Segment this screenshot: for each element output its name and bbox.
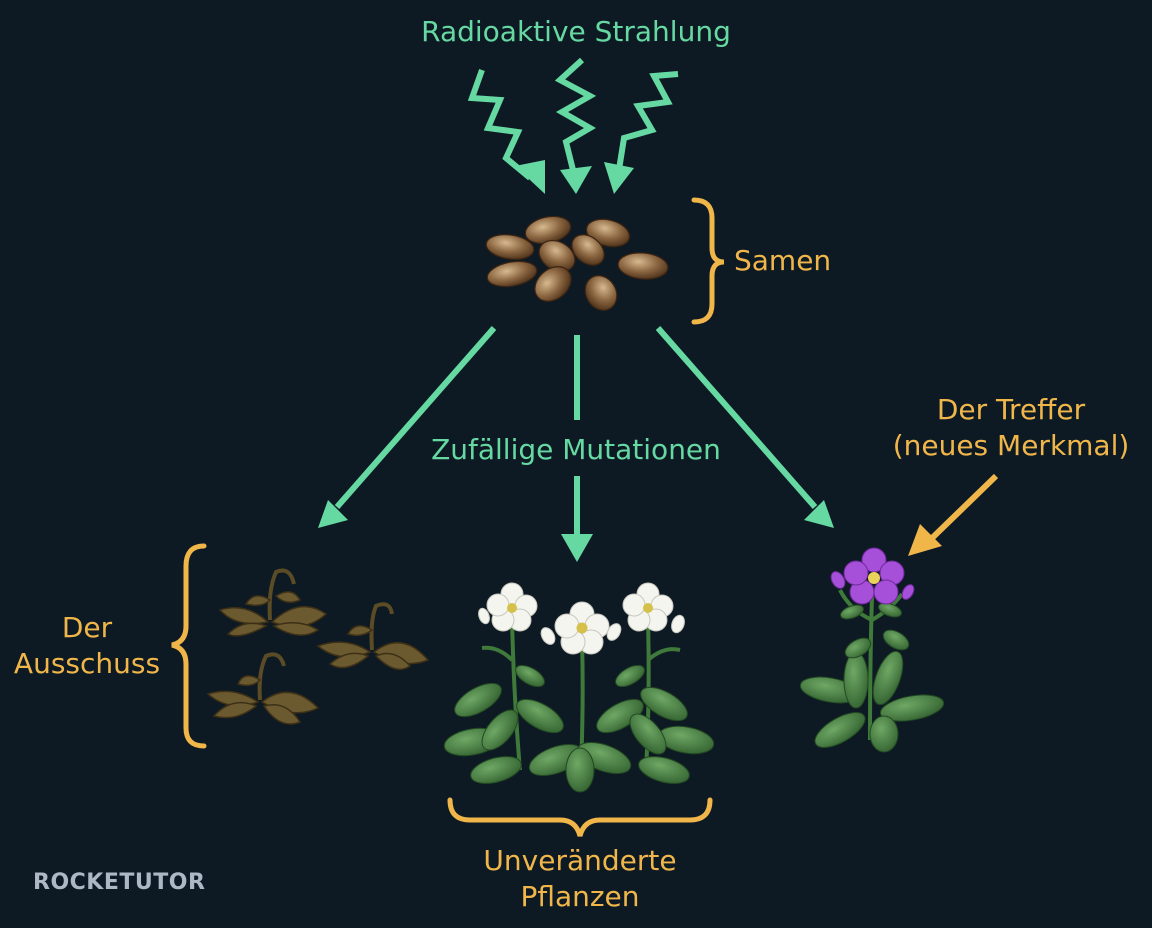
unchanged-label-line-2: Pflanzen <box>520 880 640 913</box>
curly-brace-icon <box>447 797 713 837</box>
reject-label-line-1: Der <box>61 611 113 644</box>
wilted-plant-icon <box>206 652 320 725</box>
radiation-bolt-icon <box>467 68 545 194</box>
hit-label-line-1: Der Treffer <box>936 393 1086 426</box>
purple-flower-plant-icon <box>799 547 945 753</box>
seeds-label: Samen <box>734 244 832 277</box>
mutations-label: Zufällige Mutationen <box>431 433 721 466</box>
hit-pointer-arrow <box>908 473 999 556</box>
brand-logo: ROCKETUTOR <box>33 870 206 895</box>
white-flower-plant-icon <box>443 582 715 793</box>
reject-label-line-2: Ausschuss <box>13 647 161 680</box>
radiation-bolt-icon <box>604 71 679 194</box>
unchanged-label-line-1: Unveränderte <box>483 844 677 877</box>
reject-label: Der Ausschuss <box>0 610 174 682</box>
hit-label-line-2: (neues Merkmal) <box>892 429 1130 462</box>
curly-brace-icon <box>691 197 725 325</box>
curly-brace-icon <box>171 543 207 749</box>
seed-icon <box>485 215 669 311</box>
branch-arrow-center <box>561 476 593 562</box>
hit-label: Der Treffer (neues Merkmal) <box>876 392 1146 464</box>
radiation-label: Radioaktive Strahlung <box>421 15 731 48</box>
branch-arrow-left <box>318 326 497 528</box>
wilted-plant-icon <box>316 602 430 671</box>
unchanged-label: Unveränderte Pflanzen <box>440 843 720 915</box>
radiation-bolt-icon <box>554 57 597 194</box>
branch-arrow-right <box>655 326 834 528</box>
wilted-plant-icon <box>218 568 328 637</box>
